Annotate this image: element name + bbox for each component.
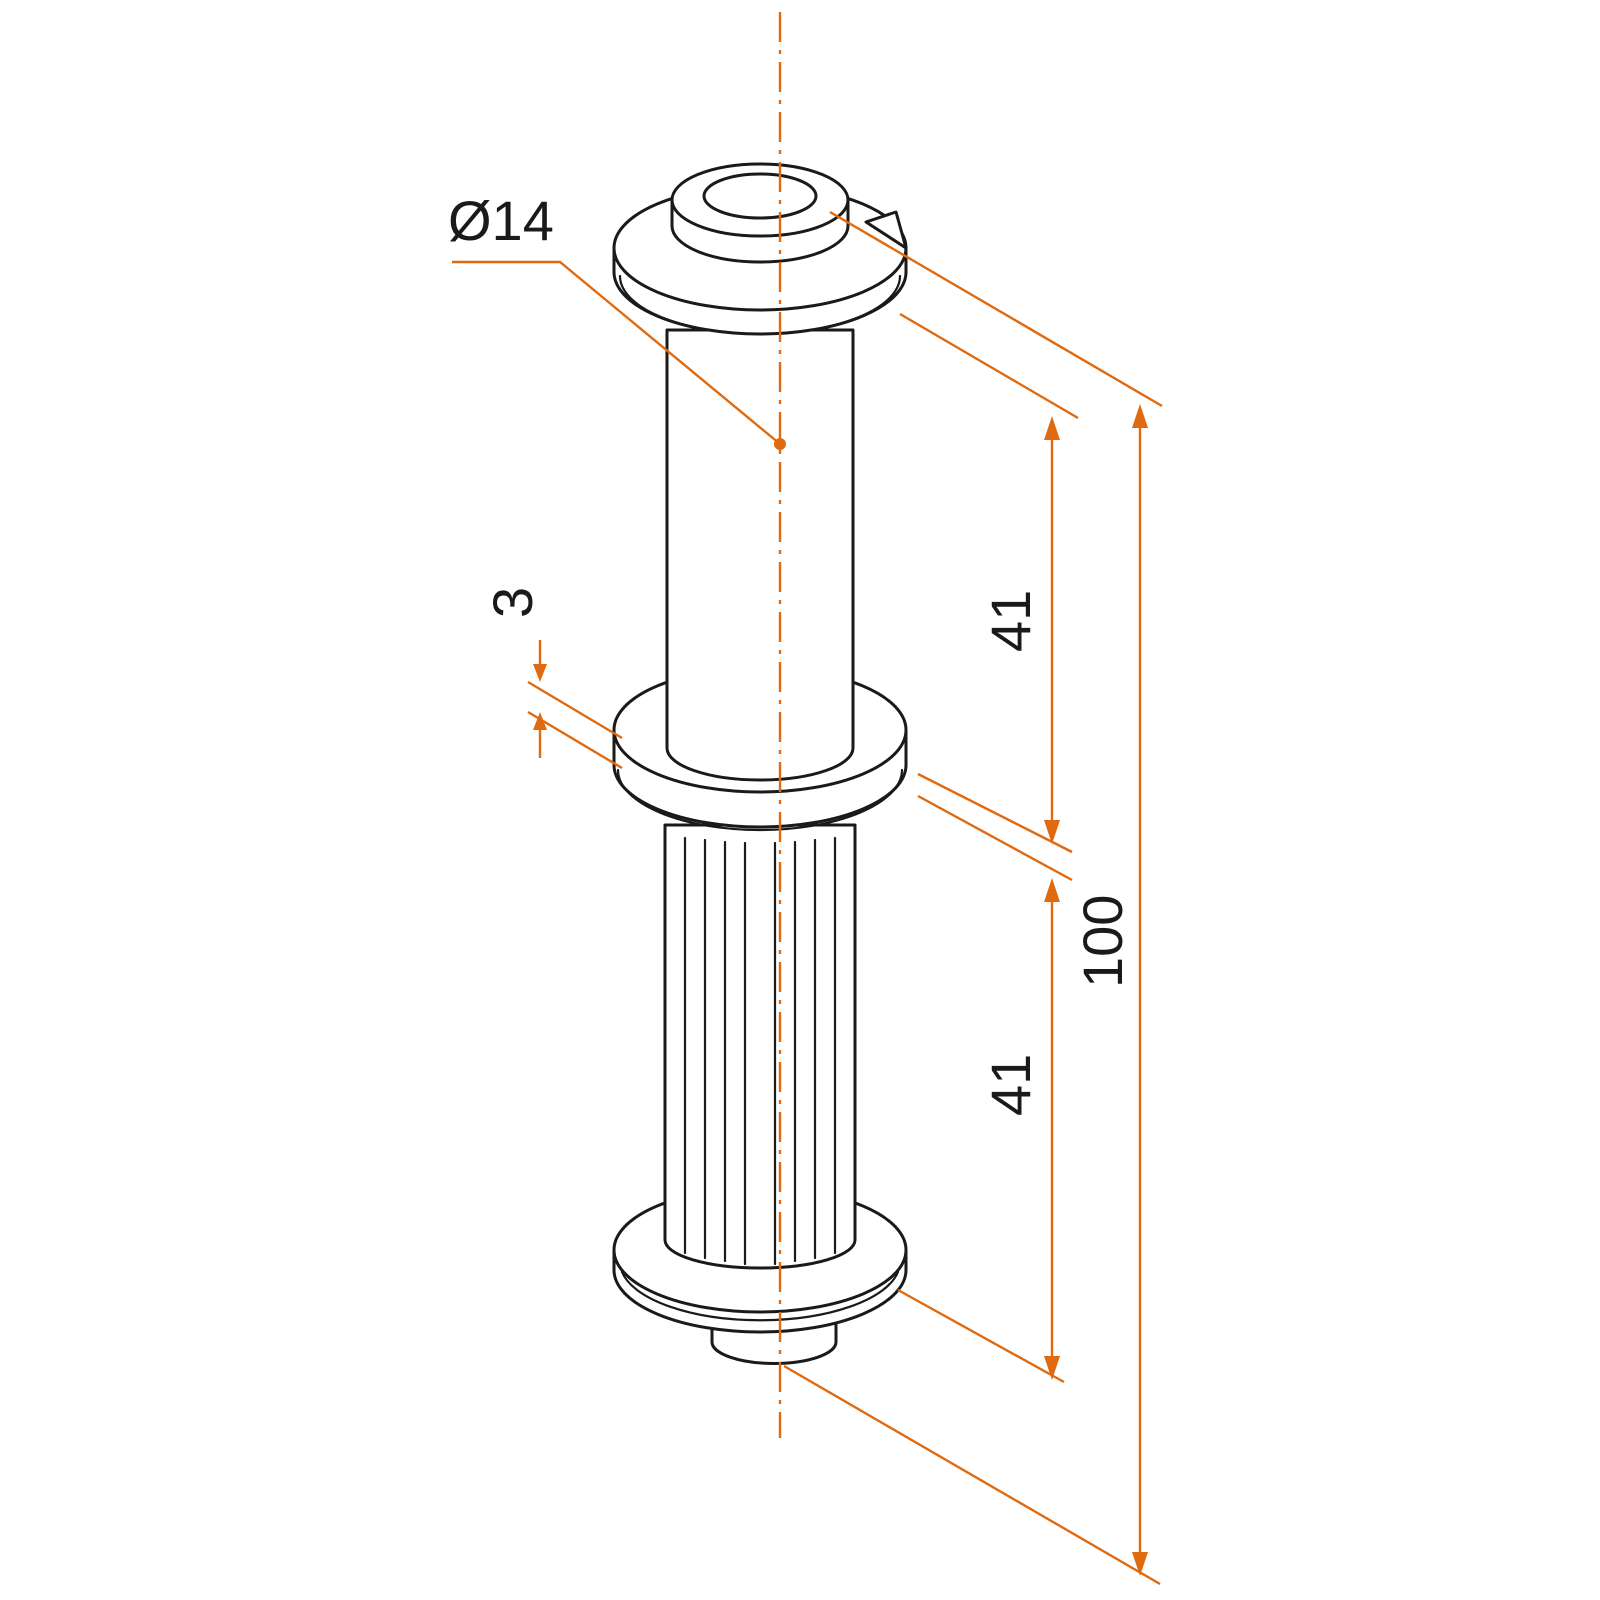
flange-thickness-dimension: 3 — [481, 587, 623, 770]
upper-length-dimension: 41 — [899, 312, 1079, 854]
flange-thickness-label: 3 — [481, 587, 544, 618]
total-length-label: 100 — [1071, 895, 1134, 988]
upper-length-label: 41 — [979, 590, 1042, 652]
diameter-callout: Ø14 — [448, 189, 786, 450]
upper-shaft — [665, 328, 855, 782]
connector-part — [612, 162, 908, 1365]
top-flange — [612, 162, 908, 336]
lower-length-dimension: 41 — [897, 794, 1073, 1384]
ribbed-shaft — [663, 823, 857, 1270]
lower-length-label: 41 — [979, 1054, 1042, 1116]
total-length-dimension: 100 — [783, 210, 1163, 1586]
diameter-label: Ø14 — [448, 189, 554, 252]
